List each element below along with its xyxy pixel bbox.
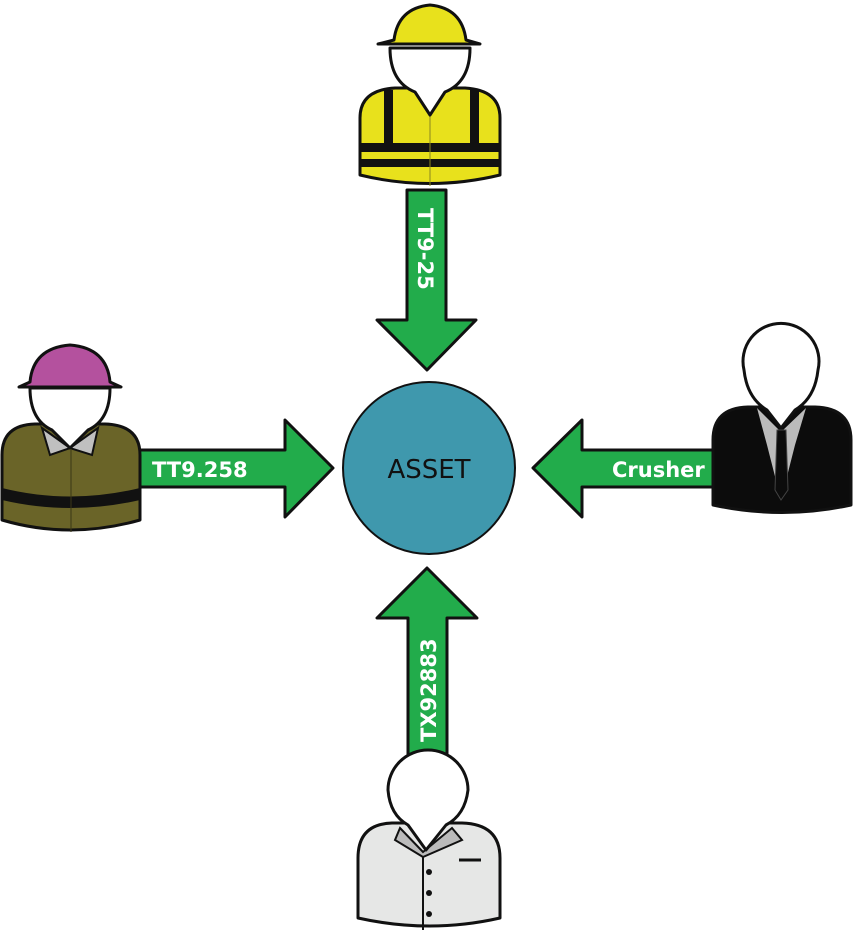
arrow-top: TT9-25 bbox=[375, 188, 478, 372]
vest-strap-right bbox=[470, 90, 479, 150]
hard-hat-purple-icon bbox=[17, 343, 123, 389]
asset-node: ASSET bbox=[342, 381, 516, 555]
head bbox=[28, 386, 112, 450]
hard-hat-yellow-icon bbox=[376, 3, 482, 46]
head bbox=[386, 748, 470, 852]
arrow-top-shape bbox=[375, 188, 478, 372]
person-right-businessman bbox=[711, 321, 853, 514]
vest-strap-left bbox=[384, 90, 393, 150]
asset-circle bbox=[342, 381, 516, 555]
arrow-left-label: TT9.258 bbox=[152, 458, 248, 482]
arrow-bottom-label: TX92883 bbox=[417, 638, 441, 742]
arrow-right-label: Crusher bbox=[612, 458, 705, 482]
arrow-right: Crusher bbox=[531, 418, 722, 519]
head bbox=[741, 321, 821, 430]
arrow-top-label: TT9-25 bbox=[413, 208, 437, 290]
asset-label: ASSET bbox=[387, 455, 470, 485]
arrow-bottom: TX92883 bbox=[375, 566, 479, 762]
arrow-bottom-shape bbox=[375, 566, 479, 762]
person-left-worker bbox=[0, 343, 142, 532]
arrow-right-shape bbox=[531, 418, 722, 519]
person-top-worker bbox=[358, 3, 502, 186]
arrow-left-shape bbox=[133, 418, 335, 519]
person-bottom-labcoat bbox=[356, 748, 502, 930]
arrow-left: TT9.258 bbox=[133, 418, 335, 519]
head bbox=[388, 46, 472, 117]
